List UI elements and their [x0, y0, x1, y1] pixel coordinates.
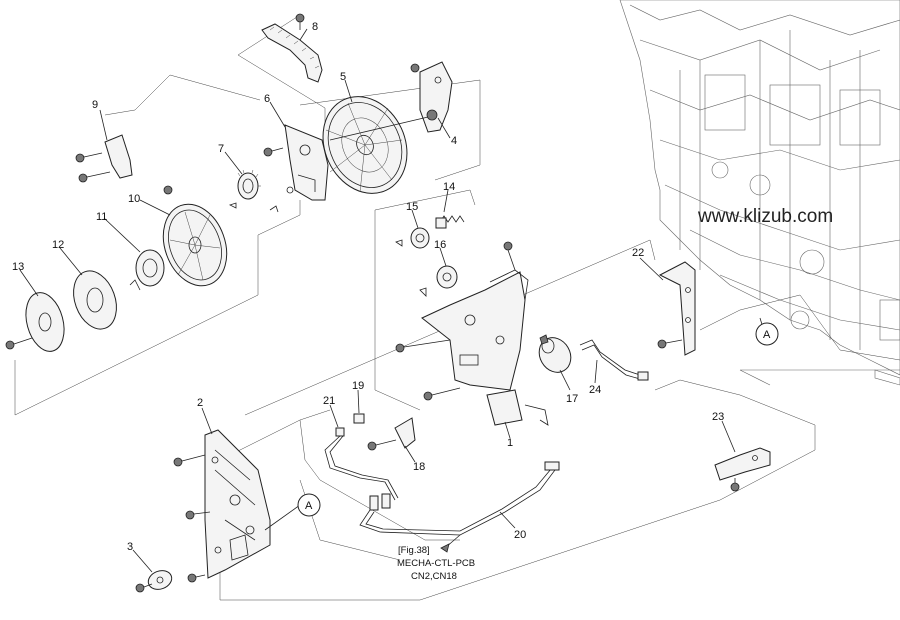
label-15: 15 — [406, 201, 418, 213]
part-14-spring — [435, 215, 465, 229]
part-11-pulley — [129, 249, 165, 291]
label-2: 2 — [197, 397, 203, 409]
part-10-gear — [162, 185, 228, 287]
part-17-motor — [538, 334, 572, 373]
reference-note: [Fig.38] MECHA-CTL-PCB CN2,CN18 — [397, 545, 475, 582]
label-7: 7 — [218, 143, 224, 155]
watermark: www.klizub.com — [697, 206, 833, 227]
reference-note-board: MECHA-CTL-PCB — [397, 558, 475, 569]
callout-a-left: A — [297, 493, 321, 517]
label-4: 4 — [451, 135, 457, 147]
label-14: 14 — [443, 181, 455, 193]
part-12-disc — [73, 270, 117, 330]
label-9: 9 — [92, 99, 98, 111]
printer-frame — [619, 0, 900, 386]
part-7-small-gear — [228, 147, 294, 213]
reference-note-fig: [Fig.38] — [398, 545, 430, 556]
label-8: 8 — [312, 21, 318, 33]
callout-a-right: A — [755, 322, 779, 346]
part-6-plate — [284, 124, 329, 201]
part-22-bracket — [657, 261, 696, 356]
part-15-gear — [395, 227, 430, 249]
part-labels: 8 5 6 4 7 9 10 11 12 13 14 15 16 17 24 2… — [12, 21, 724, 553]
label-21: 21 — [323, 395, 335, 407]
part-4-bracket — [329, 61, 453, 141]
label-5: 5 — [340, 71, 346, 83]
label-16: 16 — [434, 239, 446, 251]
part-23-bracket — [714, 447, 771, 492]
part-18-bracket — [367, 417, 416, 451]
part-20-harness — [359, 461, 560, 553]
part-16-gear — [419, 265, 458, 297]
part-13-cam-plate — [5, 292, 65, 352]
label-3: 3 — [127, 541, 133, 553]
reference-note-connectors: CN2,CN18 — [411, 571, 457, 582]
label-19: 19 — [352, 380, 364, 392]
callout-a-left-text: A — [305, 500, 313, 512]
part-1-main-bracket — [395, 241, 549, 426]
part-21-harness — [324, 427, 399, 501]
part-5-large-gear — [322, 96, 408, 194]
part-8-rack — [261, 13, 323, 83]
label-20: 20 — [514, 529, 526, 541]
label-23: 23 — [712, 411, 724, 423]
label-12: 12 — [52, 239, 64, 251]
label-18: 18 — [413, 461, 425, 473]
part-2-side-plate — [173, 429, 271, 583]
label-11: 11 — [96, 211, 107, 223]
label-1: 1 — [507, 437, 513, 449]
label-13: 13 — [12, 261, 24, 273]
label-17: 17 — [566, 393, 578, 405]
callout-a-right-text: A — [763, 329, 771, 341]
label-10: 10 — [128, 193, 140, 205]
part-9-bracket — [75, 134, 133, 183]
label-24: 24 — [589, 384, 601, 396]
label-22: 22 — [632, 247, 644, 259]
part-24-cable — [579, 339, 649, 381]
label-6: 6 — [264, 93, 270, 105]
part-3-washer — [135, 570, 173, 593]
part-19-connector — [353, 413, 365, 424]
